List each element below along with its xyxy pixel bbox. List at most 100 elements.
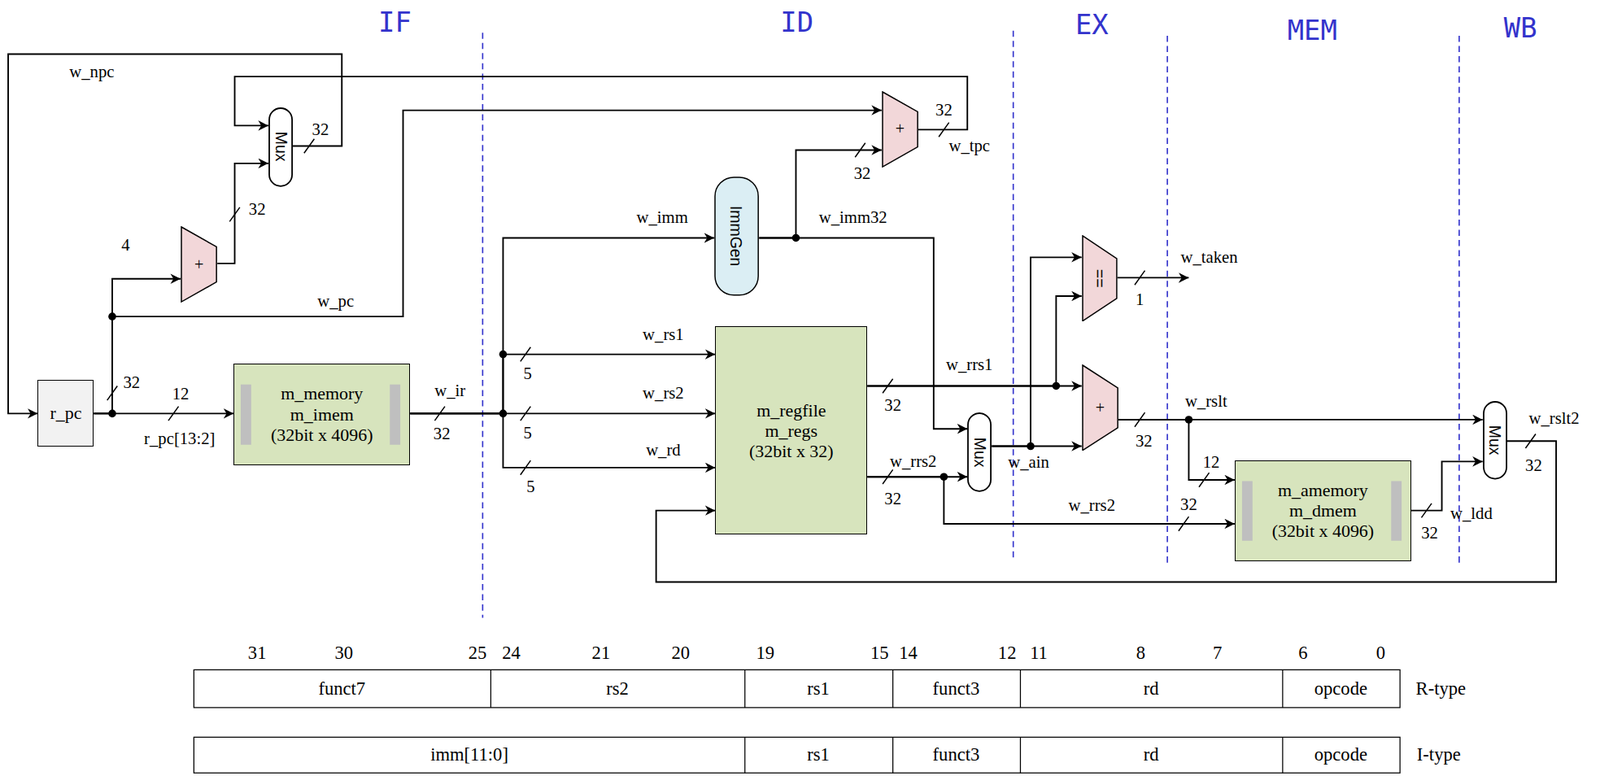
format-field: 19	[756, 642, 776, 663]
signal-wire	[8, 54, 342, 415]
stage-divider	[1458, 35, 1461, 565]
signal-wire	[991, 445, 1082, 448]
node-label: m_imem	[290, 404, 354, 425]
format-field: rd	[1143, 745, 1160, 766]
signal-name: 32	[1421, 523, 1439, 542]
mux: Mux	[967, 412, 992, 493]
signal-name: 32	[935, 100, 953, 120]
stage-divider	[1012, 30, 1015, 560]
node-label: (32bit x 32)	[749, 440, 834, 462]
signal-name: w_imm32	[819, 208, 888, 227]
signal-name: w_rs2	[642, 383, 685, 403]
signal-name: 32	[122, 373, 140, 393]
node-label: m_amemory	[1277, 479, 1369, 501]
format-field: funct3	[932, 745, 981, 766]
signal-name: w_ain	[1007, 453, 1050, 472]
node-label: m_regfile	[756, 400, 826, 421]
signal-wire	[867, 476, 1235, 524]
signal-wire	[409, 237, 715, 414]
signal-name: w_ir	[434, 381, 466, 401]
format-field: rs1	[806, 745, 830, 766]
signal-name: w_pc	[317, 292, 354, 311]
signal-wire	[235, 76, 968, 130]
signal-name: w_npc	[69, 61, 114, 81]
signal-name: 4	[121, 235, 130, 255]
format-field: 7	[1212, 642, 1222, 663]
signal-wire	[409, 354, 715, 415]
format-field: 31	[248, 642, 267, 663]
stage-label: ID	[780, 7, 814, 38]
signal-name: w_rrs2	[889, 452, 937, 471]
register-box: r_pc	[37, 379, 94, 448]
stage-label: WB	[1504, 13, 1538, 44]
node-label: +	[194, 255, 204, 275]
signal-name: 12	[1203, 453, 1221, 472]
signal-name: 12	[172, 384, 190, 404]
signal-name: w_rs1	[642, 325, 685, 345]
signal-name: 5	[523, 364, 532, 384]
signal-name: w_rrs2	[1068, 496, 1116, 515]
format-field: rs2	[605, 678, 629, 699]
signal-name: w_rd	[645, 440, 681, 460]
node-label: ImmGen	[728, 205, 746, 267]
format-field: 14	[898, 642, 918, 663]
taken-wire	[1117, 276, 1190, 279]
immgen-box: ImmGen	[714, 176, 759, 297]
signal-name: 32	[884, 489, 902, 509]
signal-wire	[409, 413, 715, 468]
adder: +	[1081, 364, 1119, 452]
node-label: r_pc	[49, 402, 82, 423]
signal-name: 5	[523, 423, 532, 443]
format-field: 15	[870, 642, 890, 663]
format-field: 12	[998, 642, 1017, 663]
signal-name: 32	[1180, 494, 1198, 514]
node-label: (32bit x 4096)	[1272, 520, 1375, 541]
node-label: m_memory	[280, 383, 363, 404]
node-label: Mux	[271, 131, 290, 162]
format-field: 8	[1136, 642, 1146, 663]
comparator: ==	[1081, 235, 1118, 323]
memory-box: m_memorym_imem(32bit x 4096)	[233, 363, 410, 466]
signal-wire	[93, 279, 181, 415]
format-field: imm[11:0]	[430, 745, 509, 766]
format-field: opcode	[1314, 678, 1368, 699]
format-field: funct3	[932, 678, 981, 699]
signal-name: w_ldd	[1450, 504, 1493, 524]
signal-name: w_rslt2	[1529, 409, 1580, 428]
stage-label: IF	[378, 7, 412, 38]
signal-wire	[1118, 419, 1235, 480]
node-label: +	[895, 119, 905, 139]
signal-wire	[867, 296, 1082, 386]
format-field: 21	[592, 642, 611, 663]
node-label: m_dmem	[1289, 500, 1357, 521]
signal-name: 32	[312, 120, 330, 140]
format-field: 20	[671, 642, 690, 663]
memory-box: m_amemorym_dmem(32bit x 4096)	[1234, 460, 1412, 562]
signal-name: 32	[884, 396, 902, 415]
itype-row	[193, 736, 1400, 773]
register-file: m_regfilem_regs(32bit x 32)	[714, 326, 868, 535]
format-field: I-type	[1416, 745, 1461, 766]
signal-name: w_taken	[1180, 248, 1238, 267]
format-field: 25	[468, 642, 488, 663]
signal-wire	[991, 257, 1082, 446]
adder: +	[881, 91, 919, 168]
adder: +	[180, 226, 218, 303]
format-field: 6	[1298, 642, 1308, 663]
format-field: opcode	[1314, 745, 1368, 766]
format-field: 11	[1029, 642, 1048, 663]
format-field: 30	[334, 642, 354, 663]
format-field: rd	[1143, 678, 1160, 699]
stage-label: EX	[1075, 10, 1109, 41]
signal-name: 1	[1135, 289, 1144, 309]
rtype-row	[193, 669, 1400, 707]
signal-name: 32	[248, 200, 266, 219]
mux: Mux	[268, 107, 293, 188]
format-field: R-type	[1416, 678, 1466, 699]
signal-name: r_pc[13:2]	[143, 429, 215, 449]
node-label: Mux	[970, 436, 989, 467]
node-label: +	[1095, 398, 1105, 418]
node-label: m_regs	[765, 420, 819, 441]
mux: Mux	[1482, 401, 1508, 480]
format-field: funct7	[318, 678, 366, 699]
